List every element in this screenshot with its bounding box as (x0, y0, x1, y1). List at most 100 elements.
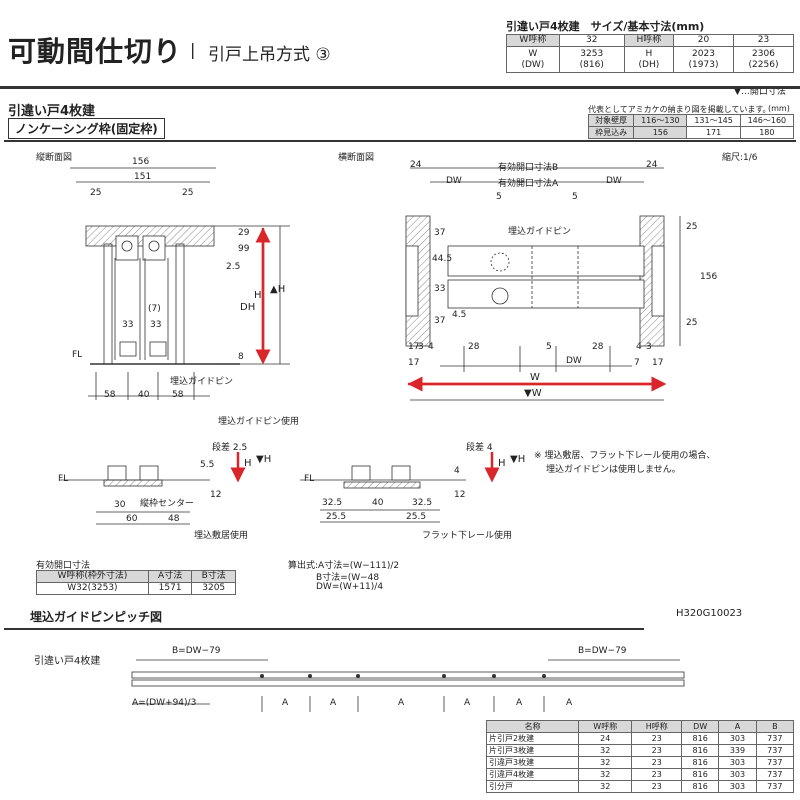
dim-label: 有効開口寸法B (498, 163, 559, 173)
pitch-b-right: B=DW−79 (578, 646, 627, 656)
bottom-cell: 303 (718, 756, 757, 769)
thickness-unit: (mm) (768, 104, 790, 113)
dim-label: ▲H (270, 284, 286, 295)
effective-cell: W32(3253) (36, 582, 149, 595)
bottom-cell: 24 (578, 732, 633, 745)
dim-label: 28 (592, 342, 604, 352)
dim-label: 17 (652, 358, 664, 368)
dim-label: 32.5 (412, 498, 433, 508)
dim-label: 156 (132, 157, 150, 167)
dim-label: 33 (434, 284, 446, 294)
pin-dot (492, 674, 496, 678)
effective-cell: 1571 (147, 582, 193, 595)
dim-label: 151 (134, 172, 152, 182)
pitch-a-label: A (398, 698, 405, 708)
dim-label: 5 (572, 192, 578, 202)
dim-label: DW (446, 176, 462, 186)
bottom-header: A (718, 720, 757, 733)
table-row: 引違戸3枚建 32 23 816 303 737 (485, 756, 795, 769)
bottom-cell: 737 (755, 732, 795, 745)
pitch-label: 引違い戸4枚建 (34, 656, 101, 667)
dim-label: 58 (172, 390, 184, 400)
dim-label: 33 (150, 320, 162, 330)
formula-line-3: DW=(W+11)/4 (316, 582, 384, 592)
bottom-cell: 816 (681, 768, 720, 781)
dim-label: 4 (428, 342, 434, 352)
bottom-header: 名称 (485, 720, 580, 733)
cross-section-label: 横断面図 (338, 153, 375, 163)
dim-label: H (498, 458, 506, 469)
bottom-cell: 23 (631, 732, 683, 745)
effective-cell: 3205 (191, 582, 236, 595)
dim-label: DW (566, 356, 582, 366)
dim-label: 37 (434, 228, 446, 238)
dim-label: 32.5 (322, 498, 343, 508)
pitch-title: 埋込ガイドピンピッチ図 (30, 610, 163, 624)
pitch-a-formula: A=(DW+94)/3 (132, 698, 197, 708)
page-subtitle: 引戸上吊方式 ③ (208, 45, 331, 65)
bottom-cell: 引分戸 (485, 780, 580, 793)
bottom-header: W呼称 (578, 720, 633, 733)
dim-label: 40 (138, 390, 150, 400)
dim-label: 25 (686, 318, 698, 328)
dim-label: 30 (114, 500, 126, 510)
bottom-cell: 23 (631, 768, 683, 781)
scale-label: 縮尺:1/6 (722, 153, 758, 163)
dim-label: 5 (496, 192, 502, 202)
thickness-note: 代表としてアミカケの納まり図を掲載しています。 (588, 105, 771, 114)
bottom-cell: 339 (718, 744, 757, 757)
dim-label: 17 (408, 342, 420, 352)
bottom-cell: 23 (631, 756, 683, 769)
bottom-header: B (755, 720, 795, 733)
dim-label: 48 (168, 514, 180, 524)
dim-label: 24 (646, 160, 658, 170)
pin-label: 埋込ガイドピン (508, 227, 572, 237)
dim-label: 25 (90, 188, 102, 198)
detail-a-caption: 埋込敷居使用 (194, 531, 249, 541)
bottom-cell: 引違戸3枚建 (485, 756, 580, 769)
table-row: 引違戸4枚建 32 23 816 303 737 (485, 768, 795, 781)
legend-note: ▼…開口寸法 (734, 87, 786, 97)
dim-label: 29 (238, 228, 250, 238)
thickness-cell: 156 (633, 126, 688, 139)
effective-table: W呼称(枠外寸法) A寸法 B寸法 W32(3253) 1571 3205 (36, 570, 236, 595)
dim-label: 2.5 (226, 262, 241, 272)
size-w-label: W呼称 (506, 34, 560, 47)
pin-dot (260, 674, 264, 678)
dim-label: ▼H (510, 454, 526, 465)
pin-dot (356, 674, 360, 678)
note-line-2: 埋込ガイドピンは使用しません。 (546, 465, 681, 475)
fl-label: FL (304, 474, 315, 484)
pitch-a-label: A (516, 698, 523, 708)
effective-header: B寸法 (191, 570, 236, 583)
bottom-cell: 737 (755, 744, 795, 757)
pitch-a-label: A (566, 698, 573, 708)
dim-label: 44.5 (432, 254, 453, 264)
pitch-diagram (131, 659, 685, 712)
dim-label: 58 (104, 390, 116, 400)
dim-label: 60 (126, 514, 138, 524)
dim-label: 5.5 (200, 460, 215, 470)
dim-label: 24 (410, 160, 422, 170)
pin-dot (308, 674, 312, 678)
size-table: W呼称 32 H呼称 20 23 W (DW) 3253 (816) H (DH… (506, 34, 794, 73)
pin-dot (442, 674, 446, 678)
size-h-row-label: H (DH) (623, 46, 675, 73)
fl-label: FL (58, 474, 69, 484)
dim-label: 25.5 (326, 512, 347, 522)
size-h-row-value-1: 2023 (1973) (673, 46, 734, 73)
header-divider (0, 86, 800, 89)
fl-label: FL (72, 350, 83, 360)
dim-label: 37 (434, 316, 446, 326)
size-h-row-value-2: 2306 (2256) (733, 46, 794, 73)
pitch-pins (260, 674, 546, 678)
center-label: 縦枠センター (140, 499, 195, 509)
step-label: 段差 2.5 (212, 443, 248, 453)
pin-label: 埋込ガイドピン (170, 377, 234, 387)
dim-label: (7) (148, 304, 161, 314)
bottom-cell: 引違戸4枚建 (485, 768, 580, 781)
frame-type-box: ノンケーシング枠(固定枠) (8, 118, 165, 139)
bottom-header: H呼称 (631, 720, 683, 733)
dim-label: 4.5 (452, 310, 467, 320)
